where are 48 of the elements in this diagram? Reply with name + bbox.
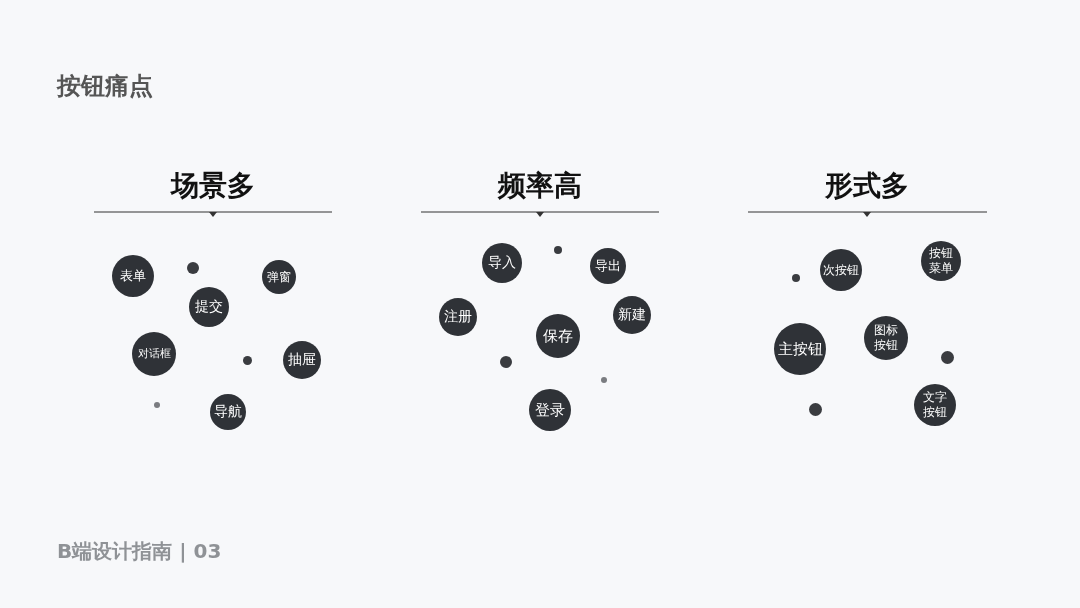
bubble-label: 保存 [543, 326, 573, 346]
page-title: 按钮痛点 [57, 71, 153, 102]
bubble [820, 249, 862, 291]
bubble [112, 255, 154, 297]
bubble-label: 导航 [214, 403, 242, 421]
bubble-label: 导出 [595, 257, 621, 275]
section-heading: 场景多 [171, 168, 255, 204]
bubble-label: 主按钮 [777, 339, 823, 359]
section-heading: 频率高 [498, 168, 582, 204]
dot [500, 356, 512, 368]
dot [940, 350, 954, 364]
bubble [536, 314, 580, 358]
section-heading: 形式多 [825, 168, 909, 204]
bubble-label: 次按钮 [823, 262, 859, 278]
bubble-label: 文字按钮 [922, 390, 948, 420]
bubble-label: 图标按钮 [873, 323, 899, 353]
dot [242, 355, 252, 365]
footer-text: B端设计指南 | 03 [57, 538, 222, 565]
bubble-label: 抽屉 [288, 351, 316, 369]
bubble [132, 332, 176, 376]
bubble [482, 243, 522, 283]
dot [554, 246, 562, 254]
bubble-label: 登录 [535, 400, 565, 420]
bubble [864, 316, 908, 360]
bubble [613, 296, 651, 334]
bubble-label: 导入 [488, 254, 516, 272]
bubble-label: 新建 [618, 306, 646, 324]
bubble [210, 394, 246, 430]
bubble [921, 241, 961, 281]
bubble-label: 提交 [195, 298, 223, 316]
bubble [439, 298, 477, 336]
bubble-label: 注册 [444, 308, 472, 326]
bubble [189, 287, 229, 327]
dot [792, 274, 800, 282]
bubble [914, 384, 956, 426]
bubble [529, 389, 571, 431]
dot [154, 402, 160, 408]
bubble-label: 按钮菜单 [928, 246, 954, 276]
bubble-label: 对话框 [137, 347, 171, 361]
dot [601, 377, 607, 383]
bubble [283, 341, 321, 379]
bubble [262, 260, 296, 294]
bubble-label: 弹窗 [267, 269, 291, 285]
dot [808, 402, 822, 416]
dot [187, 262, 199, 274]
bubble [774, 323, 826, 375]
bubble [590, 248, 626, 284]
bubble-label: 表单 [120, 267, 146, 285]
